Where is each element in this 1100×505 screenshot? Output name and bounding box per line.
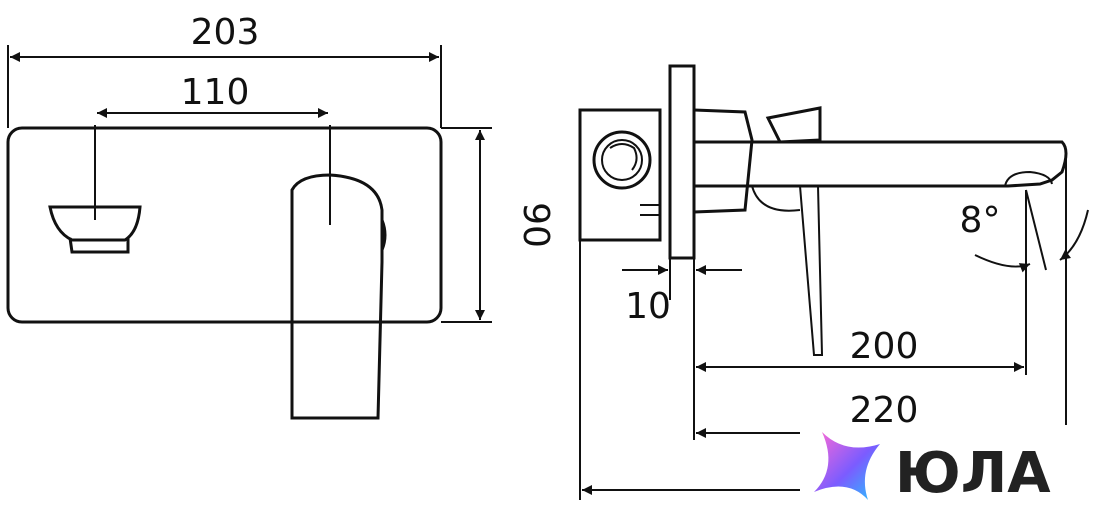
yula-logo: ЮЛА: [805, 425, 1100, 505]
dim-total-width: 203: [191, 12, 260, 53]
dim-plate-thickness: 10: [625, 286, 671, 327]
in-wall-body: [578, 108, 662, 242]
wall-plate: [6, 126, 443, 324]
diverter-knob: [48, 205, 142, 242]
side-lever: [765, 106, 822, 144]
star-icon: [814, 432, 880, 500]
dim-handle-spacing: 110: [181, 72, 250, 113]
side-view: [578, 64, 1089, 500]
logo-text: ЮЛА: [895, 441, 1051, 505]
plate-section: [668, 64, 696, 260]
dim-plate-height: 90: [515, 202, 556, 248]
dim-spout-angle: 8°: [960, 200, 1001, 241]
dim-spout-reach: 200: [850, 326, 919, 367]
dim-total-reach: 220: [850, 390, 919, 431]
cartridge: [592, 130, 652, 190]
lever-handle: [290, 173, 384, 420]
front-view: [6, 45, 492, 420]
